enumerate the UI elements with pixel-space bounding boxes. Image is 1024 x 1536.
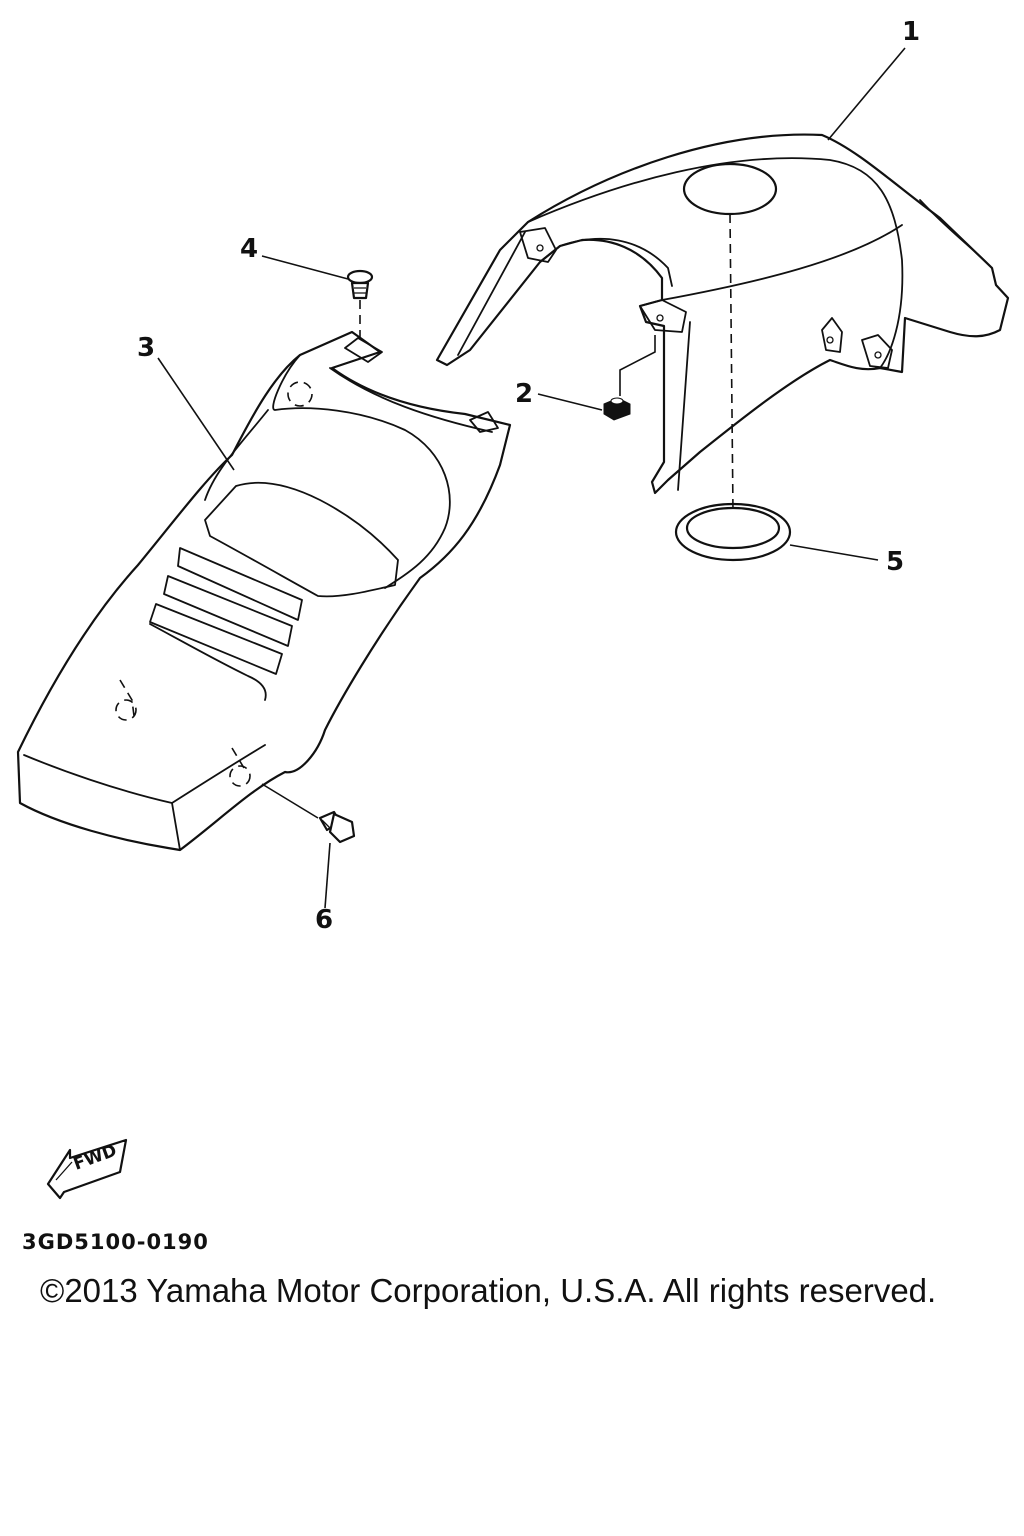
- callout-6: 6: [315, 905, 333, 935]
- part-4-screw[interactable]: [346, 269, 374, 342]
- callout-5: 5: [886, 547, 904, 577]
- callout-4: 4: [240, 234, 258, 264]
- callout-3: 3: [137, 333, 155, 363]
- copyright-notice: ©2013 Yamaha Motor Corporation, U.S.A. A…: [40, 1272, 937, 1309]
- diagram-code: 3GD5100-0190: [22, 1230, 209, 1254]
- part-1-tank-cover[interactable]: [435, 133, 1010, 495]
- callout-2: 2: [515, 379, 533, 409]
- fwd-arrow-icon: FWD: [46, 1138, 128, 1200]
- part-3-side-cover[interactable]: [16, 330, 512, 852]
- part-6-bolt[interactable]: [261, 783, 356, 844]
- callout-labels: 1 2 3 4 5 6: [137, 17, 920, 935]
- part-5-ring[interactable]: [674, 213, 792, 562]
- leader-lines: [157, 47, 906, 909]
- callout-1: 1: [902, 17, 920, 47]
- part-2-nut[interactable]: [603, 335, 656, 421]
